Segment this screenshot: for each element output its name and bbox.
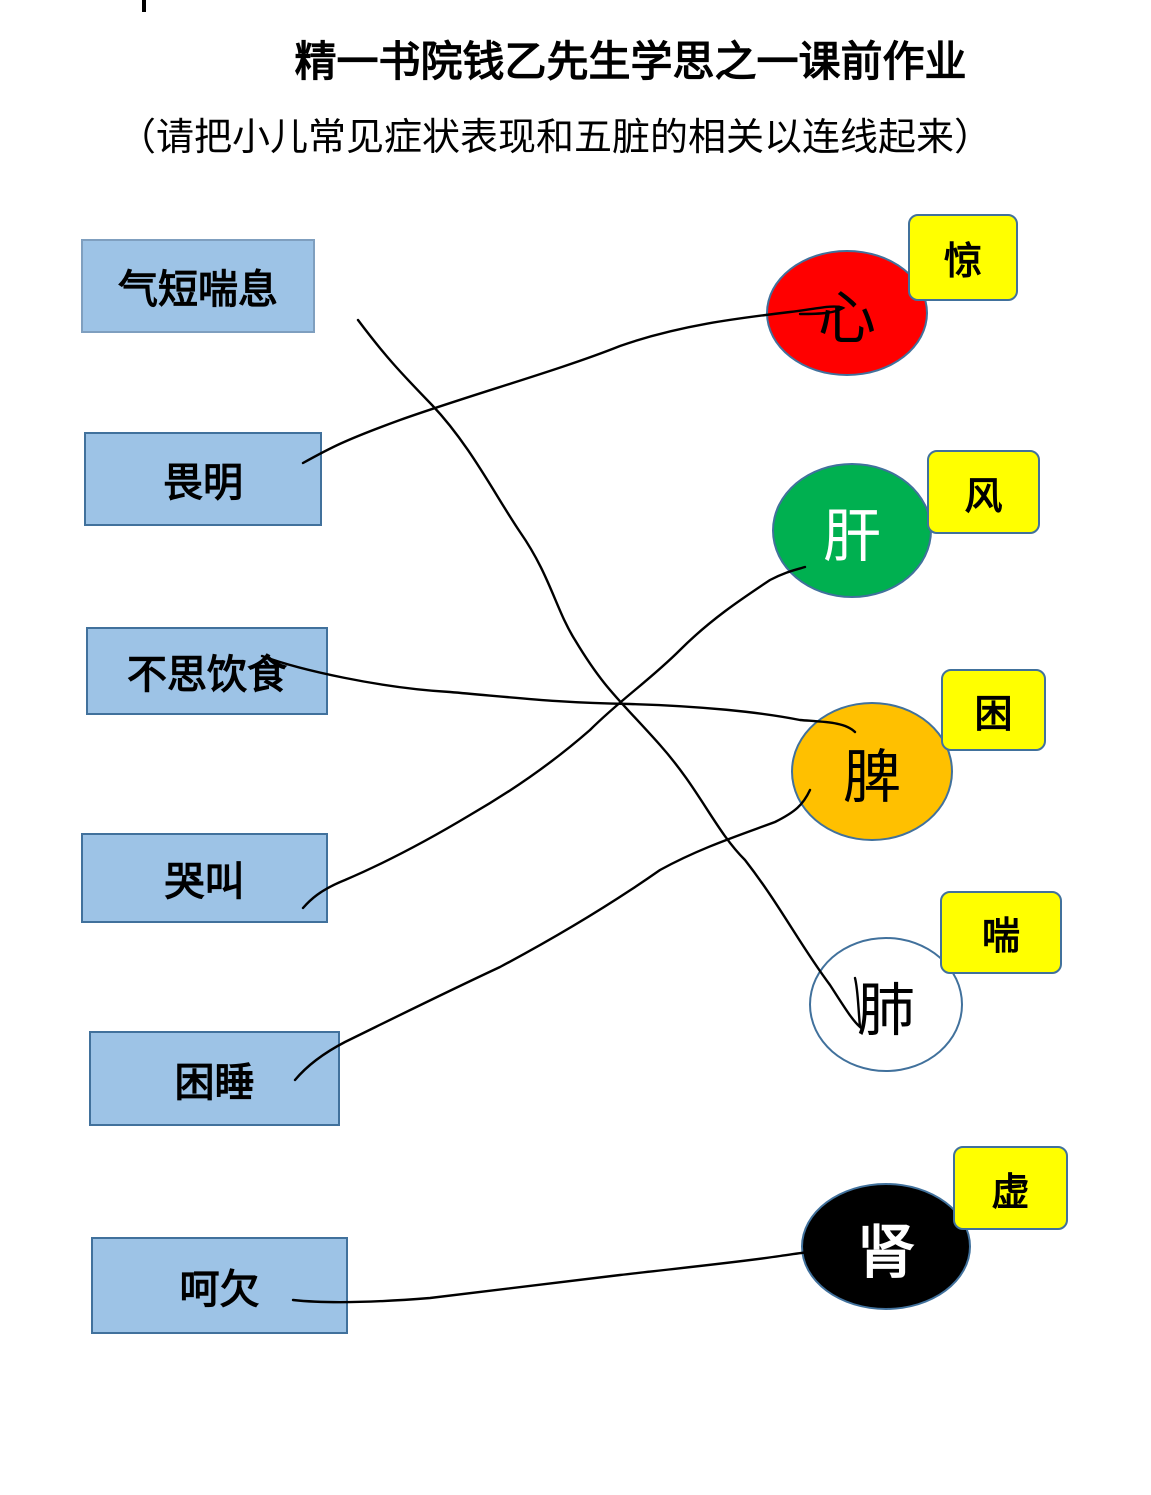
- page-subtitle: （请把小儿常见症状表现和五脏的相关以连线起来）: [118, 115, 993, 159]
- tag-label: 风: [964, 473, 1003, 518]
- page-title: 精一书院钱乙先生学思之一课前作业: [294, 37, 967, 86]
- organ-label: 心: [817, 284, 876, 352]
- tag-label: 喘: [981, 914, 1020, 958]
- tag-label: 惊: [943, 239, 982, 283]
- organ-liver-circle[interactable]: 肝: [772, 463, 932, 598]
- symptom-label: 畏明: [163, 460, 243, 506]
- symptom-box-weiming[interactable]: 畏明: [84, 432, 322, 526]
- line-busiyinshi-spleen: [260, 654, 857, 734]
- organ-label: 肺: [856, 975, 915, 1044]
- organ-label: 肝: [822, 501, 881, 570]
- tag-jing: 惊: [908, 214, 1018, 301]
- organ-heart-circle[interactable]: 心: [766, 250, 928, 376]
- symptom-box-hēqian[interactable]: 呵欠: [91, 1237, 348, 1334]
- organ-label: 脾: [842, 742, 901, 811]
- symptom-label: 气短喘息: [118, 267, 278, 313]
- symptom-label: 呵欠: [179, 1266, 260, 1313]
- tag-kun: 困: [941, 669, 1046, 751]
- symptom-label: 困睡: [174, 1059, 255, 1106]
- symptom-box-kunshui[interactable]: 困睡: [89, 1031, 340, 1126]
- symptom-box-kujiao[interactable]: 哭叫: [81, 833, 328, 923]
- line-kunshui-spleen: [293, 788, 812, 1082]
- tag-xu: 虚: [953, 1146, 1068, 1230]
- tag-label: 困: [974, 691, 1013, 736]
- organ-spleen-circle[interactable]: 脾: [791, 702, 953, 841]
- text-cursor-mark: [142, 0, 146, 12]
- line-qiduan-lung: [356, 318, 862, 1030]
- symptom-box-qiduan[interactable]: 气短喘息: [81, 239, 315, 333]
- symptom-box-busiyinshi[interactable]: 不思饮食: [86, 627, 328, 715]
- symptom-label: 不思饮食: [127, 652, 287, 698]
- symptom-label: 哭叫: [164, 859, 245, 905]
- organ-label: 肾: [856, 1217, 915, 1286]
- line-hēqian-kidney: [291, 1250, 814, 1304]
- line-kujiao-liver: [301, 565, 807, 910]
- line-weiming-heart: [301, 305, 846, 465]
- organ-kidney-circle[interactable]: 肾: [801, 1183, 971, 1310]
- tag-feng: 风: [927, 450, 1040, 534]
- tag-chuan: 喘: [940, 891, 1062, 974]
- tag-label: 虚: [991, 1169, 1030, 1214]
